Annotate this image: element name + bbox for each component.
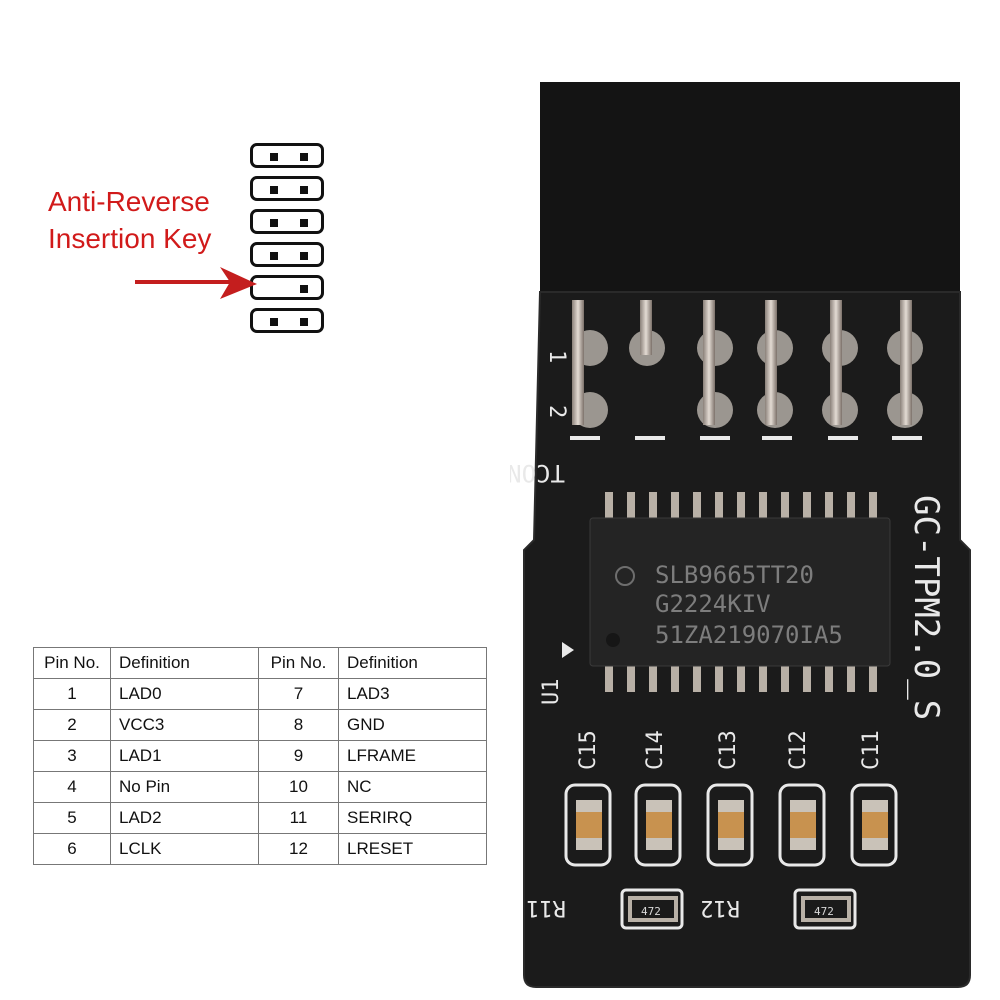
- pin-number: 8: [258, 709, 339, 741]
- table-row: 4 No Pin 10 NC: [33, 771, 487, 803]
- connector-pins: [572, 300, 923, 428]
- anti-reverse-annotation: Anti-Reverse Insertion Key: [48, 183, 211, 257]
- pin-dot: [270, 318, 278, 326]
- table-row: 5 LAD2 11 SERIRQ: [33, 802, 487, 834]
- capacitor-label: C15: [576, 730, 601, 770]
- tcon-label: TCON: [510, 459, 565, 487]
- pin-number: 3: [33, 740, 111, 772]
- pin-number: 10: [258, 771, 339, 803]
- pin-definition: NC: [338, 771, 487, 803]
- pin-definition: LCLK: [110, 833, 259, 865]
- pin-definition: GND: [338, 709, 487, 741]
- chip-marking-line3: 51ZA219070IA5: [655, 621, 843, 649]
- pin-dot: [300, 186, 308, 194]
- u1-label: U1: [539, 679, 564, 706]
- pin-dot: [270, 252, 278, 260]
- pin-number: 1: [33, 678, 111, 710]
- pin-definition: LRESET: [338, 833, 487, 865]
- annotation-line-2: Insertion Key: [48, 223, 212, 254]
- pin1-label: 1: [544, 350, 569, 363]
- pin-row: [250, 308, 324, 333]
- pin-number: 9: [258, 740, 339, 772]
- pin-row: [250, 209, 324, 234]
- header-definition: Definition: [338, 647, 487, 679]
- pin-definition: LAD3: [338, 678, 487, 710]
- pin-number: 5: [33, 802, 111, 834]
- tpm-module-photo: 1 2 TCON SLB9665TT20 G2224KIV 51ZA219070…: [510, 82, 971, 988]
- pin-dot: [270, 153, 278, 161]
- capacitor-label: C11: [859, 730, 884, 770]
- pin-row: [250, 143, 324, 168]
- header-pin-no: Pin No.: [33, 647, 111, 679]
- pin-dot: [300, 318, 308, 326]
- pin-number: 7: [258, 678, 339, 710]
- pin-definition: LAD1: [110, 740, 259, 772]
- pin-dot: [300, 285, 308, 293]
- pin-number: 12: [258, 833, 339, 865]
- pin-number: 6: [33, 833, 111, 865]
- pin-definition: VCC3: [110, 709, 259, 741]
- pin-number: 2: [33, 709, 111, 741]
- table-row: 2 VCC3 8 GND: [33, 709, 487, 741]
- table-header-row: Pin No. Definition Pin No. Definition: [33, 647, 487, 679]
- table-row: 3 LAD1 9 LFRAME: [33, 740, 487, 772]
- pin-definition: LAD0: [110, 678, 259, 710]
- capacitor-label: C12: [786, 730, 811, 770]
- resistor-label: R11: [526, 895, 566, 920]
- pin-dot: [270, 219, 278, 227]
- table-row: 1 LAD0 7 LAD3: [33, 678, 487, 710]
- pin-dot: [270, 186, 278, 194]
- resistor: 472: [620, 888, 684, 930]
- pin2-label: 2: [544, 405, 569, 418]
- pin-number: 4: [33, 771, 111, 803]
- capacitors: [564, 783, 898, 867]
- resistor: 472: [793, 888, 857, 930]
- capacitor-label: C13: [716, 730, 741, 770]
- pin-dot: [300, 252, 308, 260]
- header-pin-diagram: [250, 143, 326, 333]
- tpm-chip: SLB9665TT20 G2224KIV 51ZA219070IA5: [589, 492, 891, 692]
- chip-marking-line1: SLB9665TT20: [655, 561, 814, 589]
- resistor-label: R12: [700, 895, 740, 920]
- pin-definition: LAD2: [110, 802, 259, 834]
- pin-header-housing: [540, 82, 960, 294]
- arrow-icon: [135, 267, 257, 299]
- capacitor-labels: C15 C14 C13 C12 C11: [576, 730, 884, 770]
- pin-row-key: [250, 275, 324, 300]
- pin-definition: No Pin: [110, 771, 259, 803]
- pin-definition: SERIRQ: [338, 802, 487, 834]
- header-pin-no: Pin No.: [258, 647, 339, 679]
- model-label: GC-TPM2.0_S: [906, 495, 946, 720]
- pin-definition-table: Pin No. Definition Pin No. Definition 1 …: [33, 647, 487, 865]
- annotation-line-1: Anti-Reverse: [48, 186, 210, 217]
- pin-row: [250, 176, 324, 201]
- resistor-code: 472: [641, 905, 661, 918]
- pin-row: [250, 242, 324, 267]
- pin-definition: LFRAME: [338, 740, 487, 772]
- capacitor-label: C14: [643, 730, 668, 770]
- pin-markers: [570, 436, 922, 440]
- pin-dot: [300, 219, 308, 227]
- pin-dot: [300, 153, 308, 161]
- chip-marking-line2: G2224KIV: [655, 590, 771, 618]
- header-definition: Definition: [110, 647, 259, 679]
- resistor-code: 472: [814, 905, 834, 918]
- pin-number: 11: [258, 802, 339, 834]
- pin1-indicator-icon: [562, 642, 574, 658]
- table-row: 6 LCLK 12 LRESET: [33, 833, 487, 865]
